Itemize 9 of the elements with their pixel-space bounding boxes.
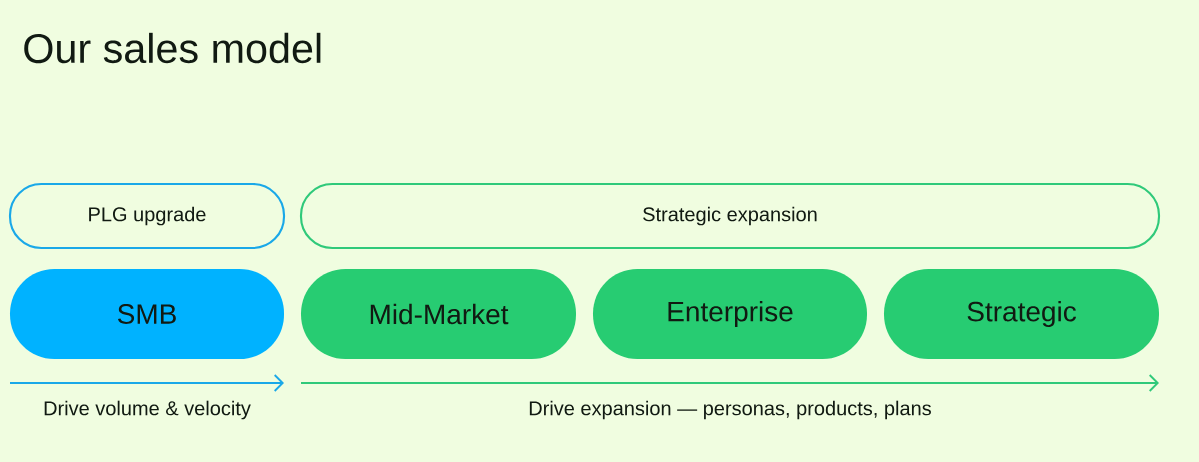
- pill-box: PLG upgrade: [8, 182, 286, 250]
- title: Our sales model: [24, 32, 321, 64]
- segment-pill: Strategic: [884, 269, 1159, 359]
- pill-box: Strategic expansion: [299, 182, 1161, 250]
- segment-pill: Mid-Market: [301, 269, 576, 359]
- caption-text: Drive volume & velocity: [44, 400, 251, 420]
- segment-pill: SMB: [10, 269, 284, 359]
- caption-text: Drive expansion — personas, products, plans: [529, 400, 931, 420]
- segment-pill: Enterprise: [593, 269, 867, 359]
